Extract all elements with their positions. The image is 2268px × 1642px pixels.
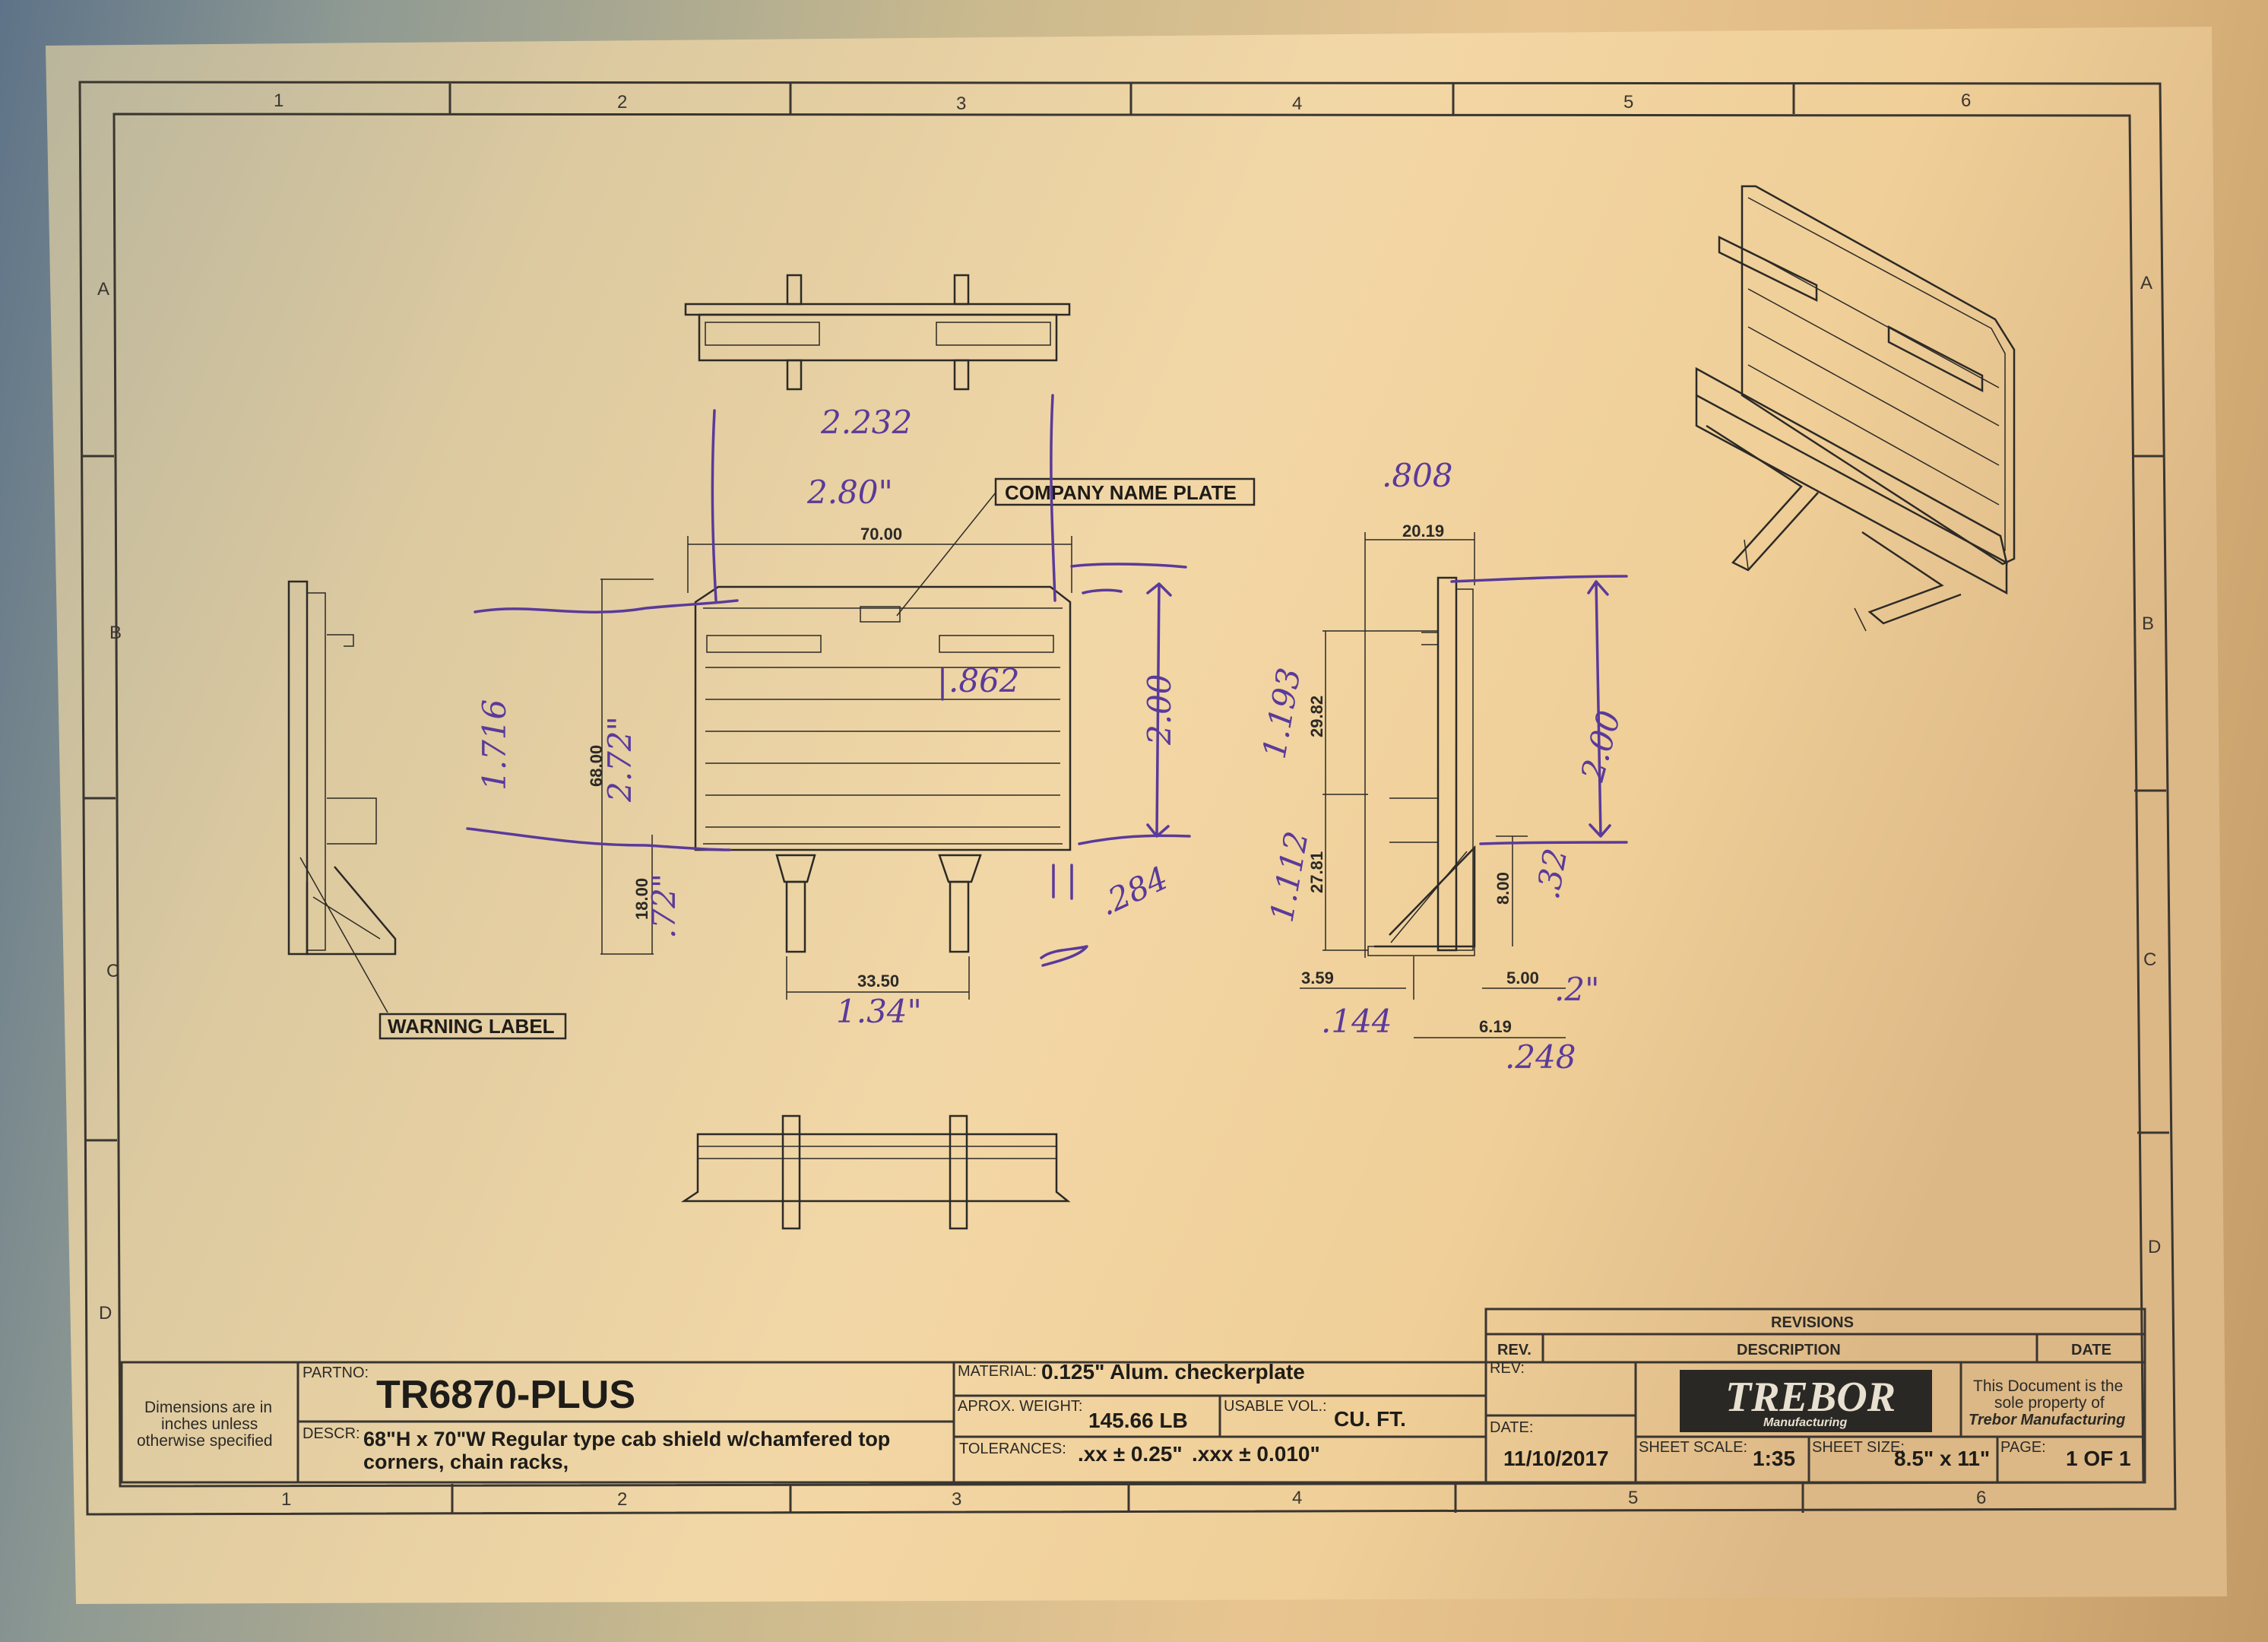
dim-side-upper: 29.82 xyxy=(1307,696,1326,737)
note-808: .808 xyxy=(1382,457,1453,494)
page-label: PAGE: xyxy=(2000,1439,2046,1456)
right-side-view xyxy=(1367,576,1476,956)
zone-col-6-bottom: 6 xyxy=(1976,1488,1986,1508)
front-dimension-lines xyxy=(600,536,1072,1000)
side-dimension-lines xyxy=(1300,532,1566,1038)
company-plate-leader xyxy=(896,492,996,617)
note-02: .2" xyxy=(1554,971,1599,1008)
zone-col-1-top: 1 xyxy=(274,90,284,111)
tolerance-xx: .xx ± 0.25" xyxy=(1078,1442,1183,1466)
sheet-size-label: SHEET SIZE: xyxy=(1812,1439,1905,1456)
dimensions-note-line-1: Dimensions are in xyxy=(144,1399,272,1416)
revisions-col-date: DATE xyxy=(2071,1342,2111,1358)
dim-side-tray: 8.00 xyxy=(1494,872,1513,905)
note-144: .144 xyxy=(1321,1003,1392,1040)
note-200-front: 2.00 xyxy=(1141,674,1178,746)
zone-col-2-top: 2 xyxy=(617,92,627,113)
property-note-line-2: sole property of xyxy=(1994,1394,2105,1412)
tolerance-xxx: .xxx ± 0.010" xyxy=(1192,1442,1320,1466)
material-label: MATERIAL: xyxy=(958,1363,1037,1380)
dim-side-width: 20.19 xyxy=(1402,521,1444,540)
note-032: .32 xyxy=(1529,845,1575,902)
company-plate-callout: COMPANY NAME PLATE xyxy=(1005,481,1237,504)
volume-value: CU. FT. xyxy=(1334,1407,1406,1431)
part-number: TR6870-PLUS xyxy=(376,1373,635,1417)
dim-front-height: 68.00 xyxy=(587,745,606,787)
front-view xyxy=(694,585,1072,953)
material-value: 0.125" Alum. checkerplate xyxy=(1041,1360,1305,1384)
revisions-col-rev: REV. xyxy=(1497,1342,1532,1358)
weight-label: APROX. WEIGHT: xyxy=(958,1398,1082,1415)
note-2232: 2.232 xyxy=(820,404,912,441)
handwritten-markup xyxy=(466,394,1628,967)
tolerances-label: TOLERANCES: xyxy=(959,1441,1066,1457)
warning-label-leader xyxy=(299,857,388,1013)
date-value: 11/10/2017 xyxy=(1503,1447,1609,1470)
zone-col-3-top: 3 xyxy=(956,94,966,114)
revisions-col-description: DESCRIPTION xyxy=(1737,1342,1841,1358)
zone-row-c-left: C xyxy=(106,961,119,981)
isometric-view xyxy=(1695,185,2016,632)
note-272: 2.72" xyxy=(601,716,638,803)
zone-row-b-left: B xyxy=(109,623,122,643)
dim-leg-spacing: 33.50 xyxy=(857,972,899,991)
note-072: .72" xyxy=(645,873,683,939)
note-280: 2.80" xyxy=(806,474,893,511)
dim-front-width: 70.00 xyxy=(860,525,902,544)
dim-side-base: 6.19 xyxy=(1479,1017,1512,1036)
description-line-1: 68"H x 70"W Regular type cab shield w/ch… xyxy=(363,1428,890,1450)
revisions-header: REVISIONS xyxy=(1771,1314,1854,1331)
dim-side-right-offset: 5.00 xyxy=(1506,968,1539,987)
zone-col-1-bottom: 1 xyxy=(281,1489,291,1510)
company-plate-callout-box xyxy=(994,477,1256,506)
top-view xyxy=(684,274,1071,391)
left-side-view xyxy=(287,580,397,956)
note-134: 1.34" xyxy=(836,993,922,1030)
trebor-logo-text: TREBOR xyxy=(1725,1374,1896,1421)
sheet-size-value: 8.5" x 11" xyxy=(1894,1447,1990,1470)
sheet-scale-label: SHEET SCALE: xyxy=(1639,1439,1747,1456)
zone-row-b-right: B xyxy=(2142,613,2154,634)
dim-side-left-offset: 3.59 xyxy=(1301,968,1334,987)
warning-label-callout: WARNING LABEL xyxy=(388,1015,555,1038)
zone-row-a-left: A xyxy=(97,279,109,300)
zone-col-3-bottom: 3 xyxy=(952,1489,961,1510)
title-block-lines xyxy=(120,1308,2146,1484)
property-note-line-1: This Document is the xyxy=(1973,1377,2123,1395)
warning-label-callout-box xyxy=(379,1013,567,1040)
zone-col-5-top: 5 xyxy=(1623,92,1633,113)
description-line-2: corners, chain racks, xyxy=(363,1450,569,1473)
dim-side-lower: 27.81 xyxy=(1307,851,1326,893)
volume-label: USABLE VOL.: xyxy=(1224,1398,1327,1415)
paper-sheet xyxy=(46,27,2227,1604)
zone-col-2-bottom: 2 xyxy=(617,1489,627,1510)
zone-col-4-top: 4 xyxy=(1292,94,1302,114)
zone-row-a-right: A xyxy=(2140,273,2152,293)
sheet-scale-value: 1:35 xyxy=(1753,1447,1795,1470)
page-value: 1 OF 1 xyxy=(2066,1447,2131,1470)
date-label: DATE: xyxy=(1490,1419,1533,1436)
descr-label: DESCR: xyxy=(303,1425,360,1442)
weight-value: 145.66 LB xyxy=(1088,1409,1188,1432)
dim-leg-height: 18.00 xyxy=(632,878,651,920)
partno-label: PARTNO: xyxy=(303,1365,369,1381)
zone-col-5-bottom: 5 xyxy=(1628,1488,1638,1508)
trebor-logo-subtext: Manufacturing xyxy=(1763,1416,1847,1429)
property-note-line-3: Trebor Manufacturing xyxy=(1969,1412,2125,1428)
trebor-logo-box xyxy=(1680,1370,1932,1432)
dimensions-note-line-2: inches unless xyxy=(161,1415,258,1433)
zone-row-d-left: D xyxy=(99,1303,112,1323)
rev-label: REV: xyxy=(1490,1360,1525,1377)
zone-col-6-top: 6 xyxy=(1961,90,1971,111)
bottom-view xyxy=(680,1114,1071,1230)
note-248: .248 xyxy=(1505,1038,1576,1076)
zone-col-4-bottom: 4 xyxy=(1292,1488,1302,1508)
zone-row-d-right: D xyxy=(2148,1237,2161,1257)
note-1716: 1.716 xyxy=(476,699,513,791)
zone-row-c-right: C xyxy=(2143,949,2156,970)
note-862: .862 xyxy=(949,662,1020,699)
dimensions-note-line-3: otherwise specified xyxy=(137,1432,273,1450)
